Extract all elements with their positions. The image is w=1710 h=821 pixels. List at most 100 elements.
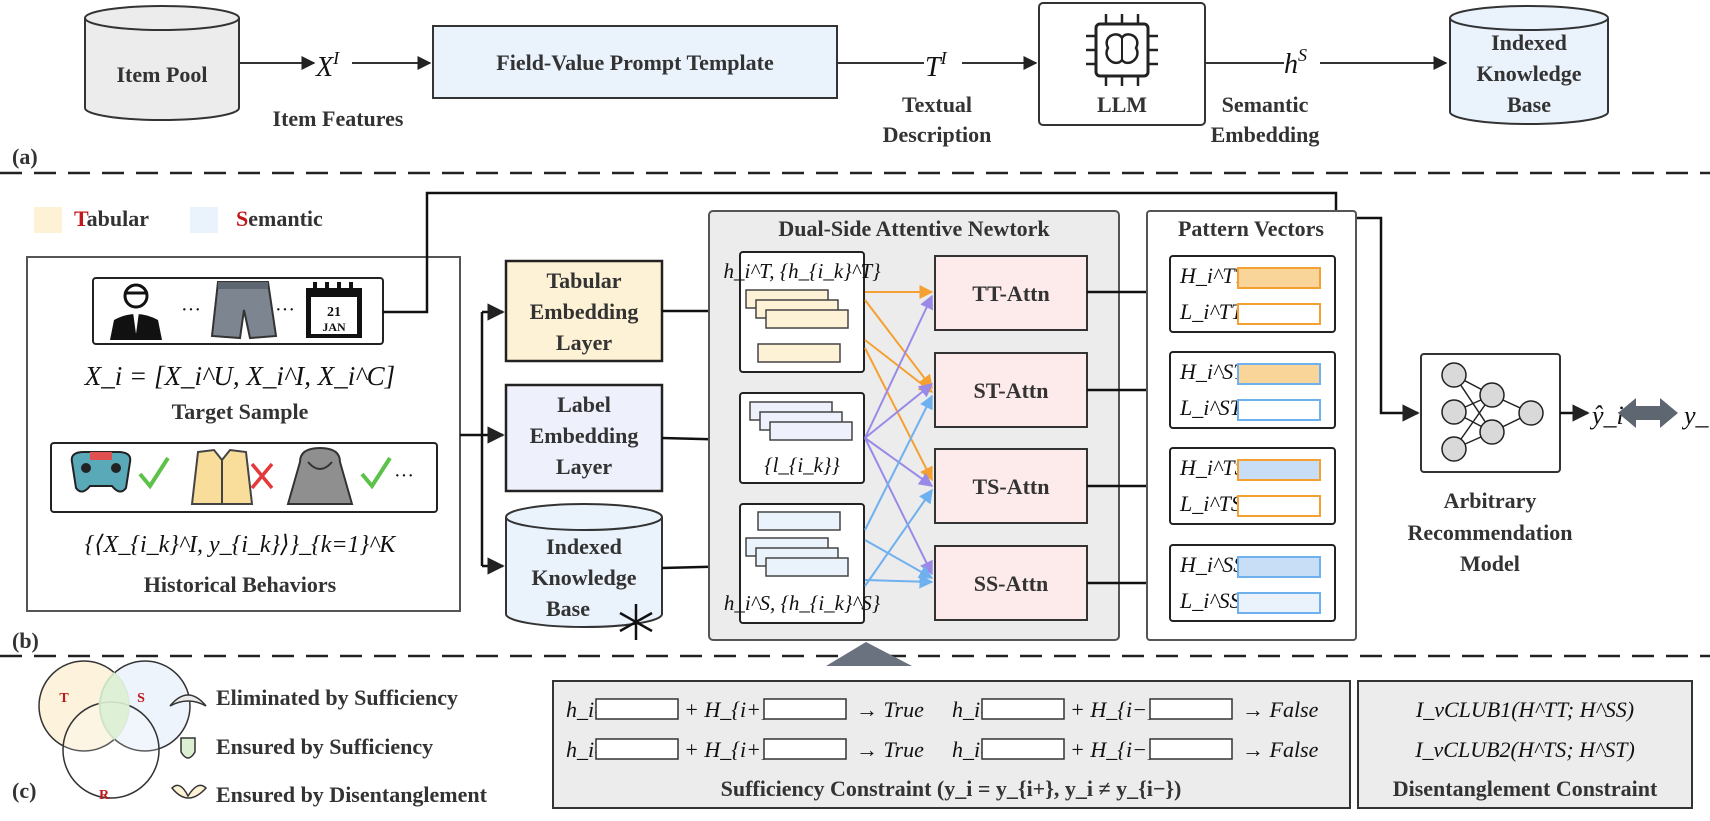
pattern-ts: H_i^TS L_i^TS <box>1169 447 1336 525</box>
user-icon <box>110 283 162 340</box>
item-features-label: Item Features <box>273 106 404 131</box>
svg-text:Tabular: Tabular <box>546 268 621 293</box>
svg-text:L_i^ST: L_i^ST <box>1179 395 1244 420</box>
svg-text:JAN: JAN <box>322 320 346 334</box>
panel-b: ··· ··· 21 JAN X_i = [X_i^U, X_i^I, X_i^… <box>12 191 1710 653</box>
svg-text:{l_{i_k}}: {l_{i_k}} <box>764 453 840 477</box>
ensured-suff-shape-icon <box>180 737 196 759</box>
pattern-vectors-title: Pattern Vectors <box>1178 216 1324 241</box>
svg-text:···: ··· <box>181 299 201 321</box>
svg-text:Recommendation: Recommendation <box>1408 520 1573 545</box>
club1-formula: I_vCLUB1(H^TT; H^SS) <box>1415 697 1634 722</box>
textual-label-2: Description <box>883 122 992 147</box>
jacket-icon <box>190 448 254 505</box>
svg-text:Model: Model <box>1460 551 1520 576</box>
panel-c-tag: (c) <box>12 778 36 803</box>
target-formula: X_i = [X_i^U, X_i^I, X_i^C] <box>84 361 395 391</box>
svg-text:T: T <box>59 691 69 706</box>
attn-boxes: TT-Attn ST-Attn TS-Attn SS-Attn <box>934 255 1088 621</box>
panel-a: Item Pool XI Item Features Field-Value P… <box>12 2 1609 169</box>
svg-text:ST-Attn: ST-Attn <box>974 378 1049 403</box>
svg-text:S: S <box>137 691 145 706</box>
svg-text:Base: Base <box>1507 92 1551 117</box>
chip-brain-icon <box>1086 14 1158 86</box>
svg-text:TS-Attn: TS-Attn <box>972 474 1049 499</box>
legend: Tabular Semantic <box>34 206 323 233</box>
label-embedding-layer <box>504 383 664 493</box>
compare-double-arrow-icon <box>1618 398 1678 428</box>
h-s-symbol: hS <box>1284 45 1307 80</box>
sufficiency-row-1: h_i^S + H_{i+}^SS → True h_i^S + H_{i−}^… <box>566 697 1319 722</box>
shorts-icon <box>210 281 278 340</box>
pattern-tt: H_i^TT L_i^TT <box>1169 255 1336 333</box>
ensured-sufficiency-label: Ensured by Sufficiency <box>216 734 433 759</box>
eliminated-shape-icon <box>169 694 207 707</box>
x-i-symbol: XI <box>315 48 340 83</box>
svg-text:H_i^SS: H_i^SS <box>1179 552 1244 577</box>
svg-text:SS-Attn: SS-Attn <box>974 571 1049 596</box>
svg-text:L_i^TS: L_i^TS <box>1179 491 1242 516</box>
sufficiency-constraint-label: Sufficiency Constraint (y_i = y_{i+}, y_… <box>721 776 1182 801</box>
item-pool-cylinder: Item Pool <box>84 5 240 121</box>
svg-text:···: ··· <box>394 465 414 487</box>
gamepad-icon <box>70 451 132 493</box>
legend-tabular: Tabular <box>74 206 149 231</box>
tabular-embedding-layer <box>504 259 664 363</box>
svg-text:Embedding: Embedding <box>530 299 639 324</box>
sample-to-model-connector <box>383 191 1420 422</box>
svg-text:Knowledge: Knowledge <box>531 565 636 590</box>
history-formula: {⟨X_{i_k}^I, y_{i_k}⟩}_{k=1}^K <box>85 532 398 558</box>
svg-text:→ False: → False <box>1242 697 1319 722</box>
y-label: y_i <box>1681 401 1710 430</box>
svg-text:R: R <box>99 788 110 803</box>
pattern-ss: H_i^SS L_i^SS <box>1169 544 1336 622</box>
up-arrow-icon <box>826 642 912 666</box>
sufficiency-row-2: h_i^T + H_{i+}^TT → True h_i^T + H_{i−}^… <box>566 737 1319 762</box>
y-hat-label: ŷ_i <box>1589 401 1624 430</box>
item-pool-label: Item Pool <box>116 62 207 87</box>
prompt-template-box <box>432 25 838 99</box>
svg-text:Indexed: Indexed <box>1491 30 1567 55</box>
ensured-dis-shape-icon <box>170 784 208 799</box>
panel-b-tag: (b) <box>12 628 39 653</box>
svg-text:Knowledge: Knowledge <box>1476 61 1581 86</box>
svg-text:Label: Label <box>557 392 611 417</box>
svg-text:h_i^T, {h_{i_k}^T}: h_i^T, {h_{i_k}^T} <box>723 259 881 283</box>
prompt-template-label: Field-Value Prompt Template <box>496 50 774 75</box>
dual-side-title: Dual-Side Attentive Newtork <box>778 216 1050 241</box>
svg-text:→ True: → True <box>856 697 924 722</box>
hoodie-icon <box>286 446 354 505</box>
check-icon <box>360 456 392 490</box>
indexed-kb-cylinder-b: Indexed Knowledge Base <box>505 503 663 628</box>
disentanglement-constraint-label: Disentanglement Constraint <box>1393 776 1658 801</box>
calendar-icon: 21 JAN <box>306 282 362 338</box>
svg-text:Layer: Layer <box>556 330 612 355</box>
eliminated-label: Eliminated by Sufficiency <box>216 685 458 710</box>
t-i-symbol: TI <box>925 48 948 83</box>
svg-text:Indexed: Indexed <box>546 534 622 559</box>
neural-network-icon <box>1441 362 1544 462</box>
svg-text:TT-Attn: TT-Attn <box>972 281 1049 306</box>
pattern-st: H_i^ST L_i^ST <box>1169 351 1336 429</box>
textual-label-1: Textual <box>902 92 972 117</box>
svg-text:Layer: Layer <box>556 454 612 479</box>
st-attn-box <box>934 352 1088 428</box>
semantic-label-2: Embedding <box>1211 122 1320 147</box>
panel-a-tag: (a) <box>12 144 38 169</box>
venn-diagram: T S R <box>38 660 191 803</box>
club2-formula: I_vCLUB2(H^TS; H^ST) <box>1414 737 1635 762</box>
cross-icon <box>250 462 274 490</box>
svg-text:H_i^TS: H_i^TS <box>1179 455 1246 480</box>
check-icon <box>138 456 170 490</box>
svg-text:→ False: → False <box>1242 737 1319 762</box>
svg-text:···: ··· <box>275 299 295 321</box>
svg-text:L_i^SS: L_i^SS <box>1179 588 1241 613</box>
svg-text:Embedding: Embedding <box>530 423 639 448</box>
attention-arrows <box>864 285 934 589</box>
disentanglement-constraint-box <box>1357 680 1693 809</box>
panel-c: T S R Eliminated by Sufficiency Ensured … <box>12 660 1693 809</box>
svg-text:L_i^TT: L_i^TT <box>1179 299 1245 324</box>
ensured-disentanglement-label: Ensured by Disentanglement <box>216 782 488 807</box>
svg-text:→ True: → True <box>856 737 924 762</box>
